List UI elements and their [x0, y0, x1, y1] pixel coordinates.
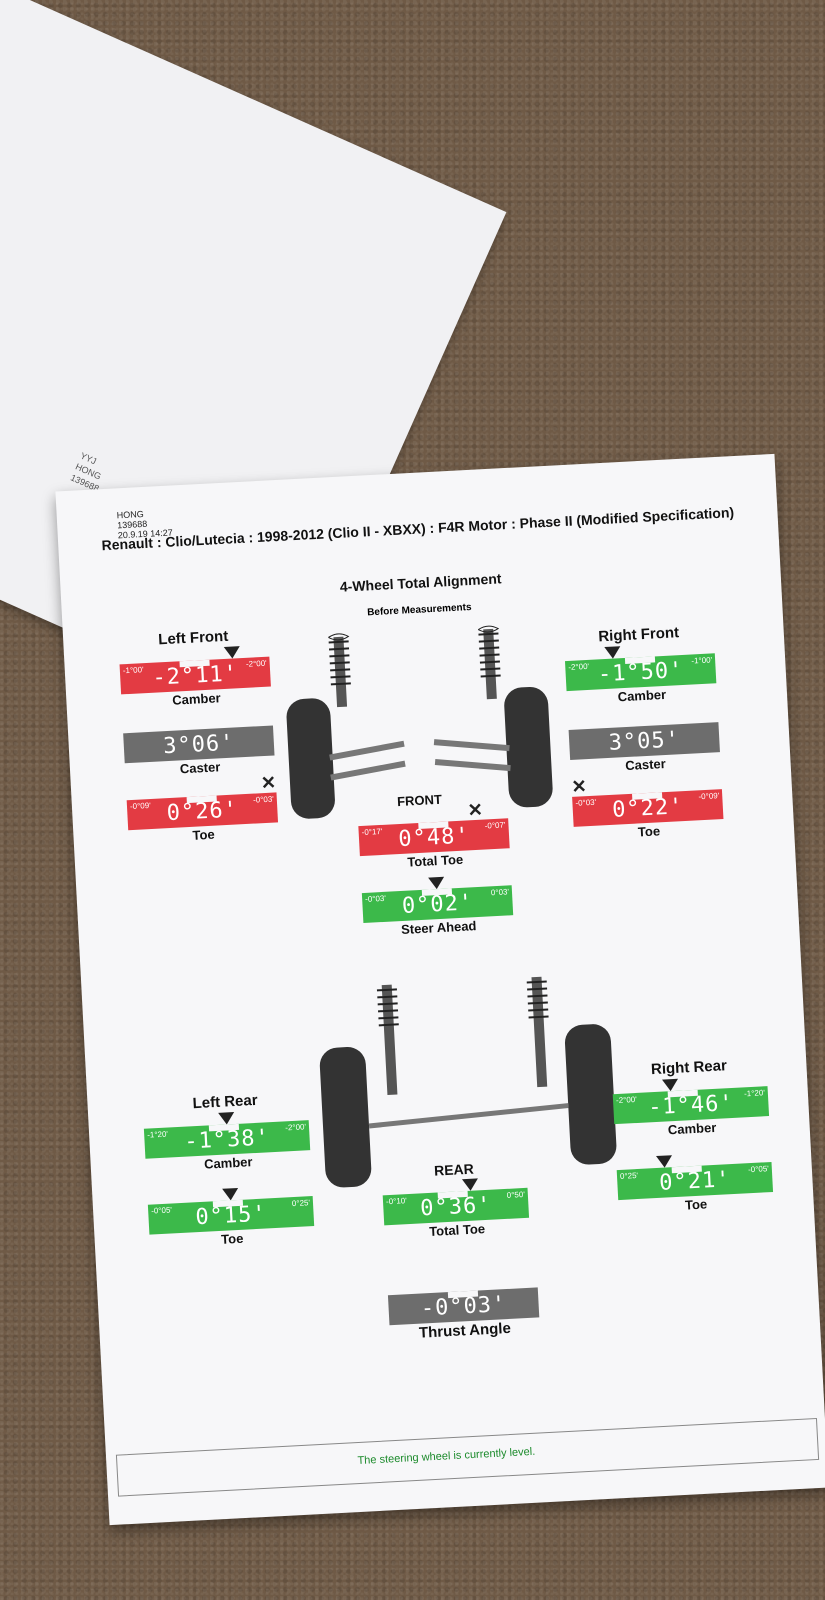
min-limit: -2°00' — [615, 1094, 638, 1106]
status-footer: The steering wheel is currently level. — [115, 1417, 820, 1497]
max-limit: -1°00' — [691, 655, 713, 666]
left-front-caster-gauge: 3°06' Caster — [123, 725, 275, 779]
max-limit: -2°00' — [245, 658, 267, 669]
arrow-icon — [461, 1178, 479, 1192]
min-limit: -1°20' — [146, 1129, 169, 1140]
left-rear-title: Left Rear — [192, 1091, 259, 1113]
arrow-icon — [223, 646, 241, 659]
left-rear-toe-gauge: -0°05' 0°25' 0°15' Toe — [147, 1184, 315, 1251]
arrow-icon — [222, 1187, 239, 1201]
min-limit: -0°09' — [129, 800, 151, 812]
caster-value: 3°06' — [162, 730, 236, 760]
right-rear-camber-gauge: Right Rear -2°00' -1°20' -1°46' Camber — [611, 1055, 770, 1140]
arrow-icon — [218, 1112, 235, 1125]
front-label: FRONT — [396, 791, 443, 810]
right-rear-title: Right Rear — [650, 1057, 728, 1079]
max-limit: 0°50' — [506, 1189, 526, 1200]
steering-level-message: The steering wheel is currently level. — [357, 1445, 536, 1468]
steer-ahead-gauge: -0°03' 0°03' 0°02' Steer Ahead — [361, 873, 514, 939]
max-limit: -2°00' — [285, 1122, 307, 1133]
out-of-spec-icon: ✕ — [571, 776, 588, 797]
left-rear-camber-gauge: Left Rear -1°20' -2°00' -1°38' Camber — [142, 1089, 311, 1175]
out-of-spec-icon: ✕ — [467, 799, 484, 821]
left-front-toe-gauge: -0°09' -0°03' 0°26' Toe — [126, 792, 279, 846]
right-rear-toe-gauge: 0°25' -0°05' 0°21' Toe — [616, 1150, 774, 1216]
rear-suspension-illustration — [319, 976, 617, 1188]
min-limit: -0°05' — [150, 1205, 173, 1216]
left-front-camber-gauge: Left Front -1°00' -2°00' -2°11' Camber — [118, 626, 272, 711]
right-front-caster-gauge: 3°05' Caster — [568, 722, 721, 776]
front-total-toe-gauge: -0°17' -0°07' 0°48' Total Toe — [358, 818, 510, 872]
min-limit: -2°00' — [568, 661, 590, 672]
left-front-title: Left Front — [157, 627, 229, 649]
min-limit: 0°25' — [619, 1170, 639, 1181]
arrow-icon — [604, 646, 621, 660]
out-of-spec-icon: ✕ — [260, 772, 277, 794]
report-subtitle: 4-Wheel Total Alignment — [339, 570, 502, 595]
arrow-icon — [656, 1155, 673, 1169]
max-limit: -0°03' — [252, 794, 275, 805]
arrow-icon — [662, 1078, 679, 1092]
max-limit: -0°07' — [484, 820, 506, 831]
caster-value: 3°05' — [608, 727, 681, 756]
min-limit: -0°03' — [364, 893, 387, 904]
arrow-icon — [428, 876, 445, 890]
alignment-report: HONG 139688 20.9.19 14:27 Renault : Clio… — [55, 453, 825, 1526]
max-limit: 0°03' — [490, 887, 510, 898]
min-limit: -0°17' — [361, 826, 383, 837]
section-label: Before Measurements — [366, 601, 472, 619]
min-limit: -0°10' — [385, 1196, 407, 1207]
front-suspension-illustration — [286, 625, 553, 819]
right-front-toe-gauge: -0°03' -0°09' 0°22' Toe — [572, 789, 724, 843]
min-limit: -0°03' — [575, 797, 597, 808]
max-limit: -0°05' — [747, 1164, 770, 1175]
max-limit: -1°20' — [743, 1088, 766, 1099]
right-front-camber-gauge: Right Front -2°00' -1°00' -1°50' Camber — [563, 622, 717, 707]
rear-total-toe-gauge: REAR -0°10' 0°50' 0°36' Total Toe — [381, 1158, 530, 1241]
right-front-title: Right Front — [597, 624, 680, 646]
thrust-angle-gauge: -0°03' Thrust Angle — [387, 1287, 540, 1343]
max-limit: -0°09' — [698, 791, 720, 802]
min-limit: -1°00' — [122, 665, 144, 676]
max-limit: 0°25' — [291, 1198, 311, 1209]
